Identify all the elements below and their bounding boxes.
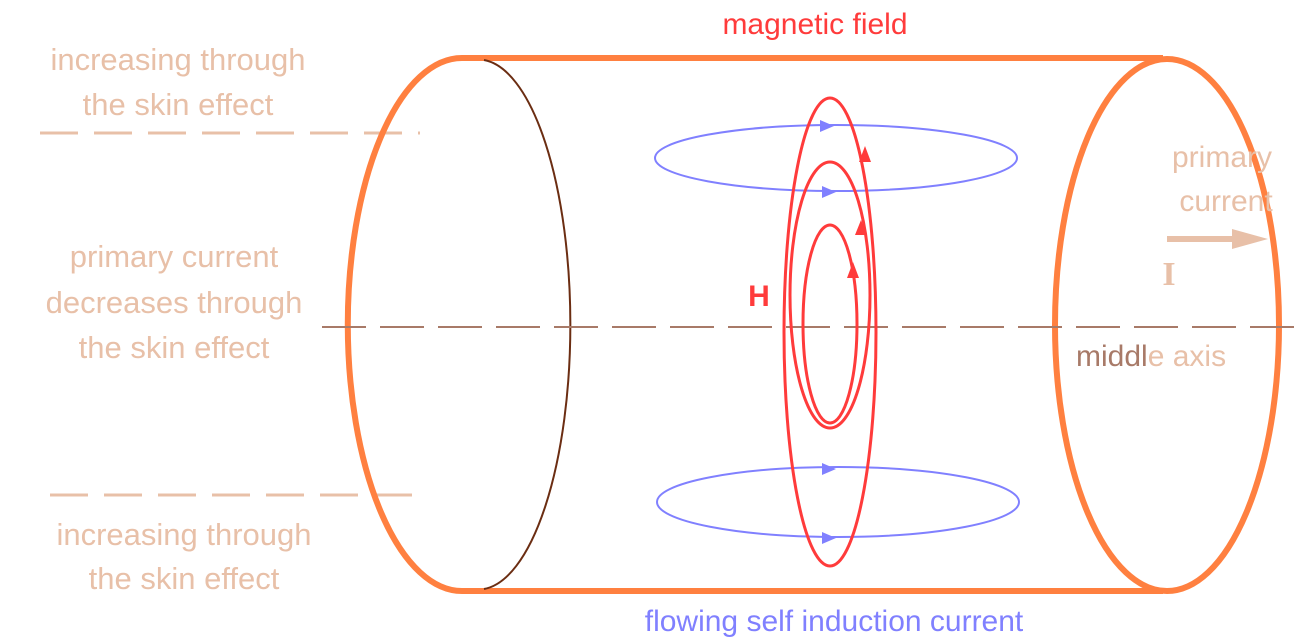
field-line-inner	[801, 223, 859, 425]
cylinder-left-front-arc	[344, 55, 463, 594]
primary-current-decreases-line2: decreases through	[46, 285, 303, 320]
current-symbol-label: I	[1162, 256, 1175, 293]
middle-axis-label: middle axis	[1076, 340, 1226, 373]
flowing-current-label: flowing self induction current	[645, 605, 1024, 638]
induction-arrow-top-1	[820, 120, 834, 132]
primary-current-right-line2: current	[1179, 185, 1273, 218]
primary-current-right-line1: primary	[1172, 141, 1272, 174]
field-arrow-outer	[859, 146, 871, 162]
middle-axis-label-part1: middl	[1076, 340, 1148, 373]
primary-current-arrowhead	[1232, 229, 1268, 249]
increasing-bottom-label-line2: the skin effect	[89, 561, 280, 596]
middle-axis-label-part2: e axis	[1148, 340, 1226, 373]
induction-loop-top	[654, 124, 1018, 192]
increasing-bottom-label-line1: increasing through	[56, 517, 311, 552]
primary-current-decreases-line1: primary current	[70, 239, 279, 274]
primary-current-decreases-line3: the skin effect	[79, 330, 270, 365]
increasing-top-label-line1: increasing through	[50, 42, 305, 77]
field-line-middle	[788, 160, 872, 430]
cylinder-right-end	[1052, 56, 1282, 594]
induction-arrow-top-2	[822, 186, 836, 198]
induction-arrow-bottom-2	[822, 532, 836, 544]
field-line-outer	[782, 96, 878, 568]
induction-loop-bottom	[656, 466, 1020, 538]
field-arrow-middle	[855, 220, 867, 235]
field-arrow-inner	[847, 262, 859, 278]
induction-arrow-bottom-1	[822, 463, 836, 475]
h-field-symbol: H	[748, 280, 770, 313]
magnetic-field-label: magnetic field	[722, 8, 907, 41]
cylinder-left-back-arc	[483, 59, 572, 590]
increasing-top-label-line2: the skin effect	[83, 87, 274, 122]
